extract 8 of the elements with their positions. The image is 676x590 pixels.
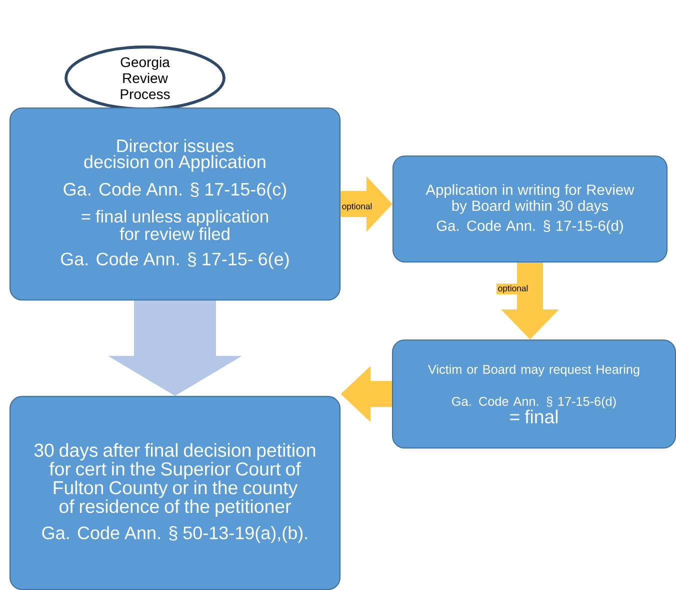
edge-label: optional — [496, 284, 530, 294]
process-box: Director issues decision on Application Ga. Code Ann. § 17-15-6(c) = final unless application for review filed Ga. Code Ann. § 17-15- 6(e) — [9, 107, 341, 301]
edge-label: optional — [340, 202, 374, 212]
process-box: Victim or Board may request Hearing Ga. Code Ann. § 17-15-6(d) = final — [392, 339, 676, 449]
oval-node: Georgia Review Process — [64, 46, 226, 110]
block-arrow — [108, 300, 242, 396]
process-box: 30 days after final decision petition for cert in the Superior Court of Fulton County or in the county of residence of the petitioner Ga. Code Ann. § 50-13-19(a),(b). — [9, 396, 341, 590]
process-box: Application in writing for Review by Board within 30 days Ga. Code Ann. § 17-15-6(d) — [392, 155, 668, 263]
